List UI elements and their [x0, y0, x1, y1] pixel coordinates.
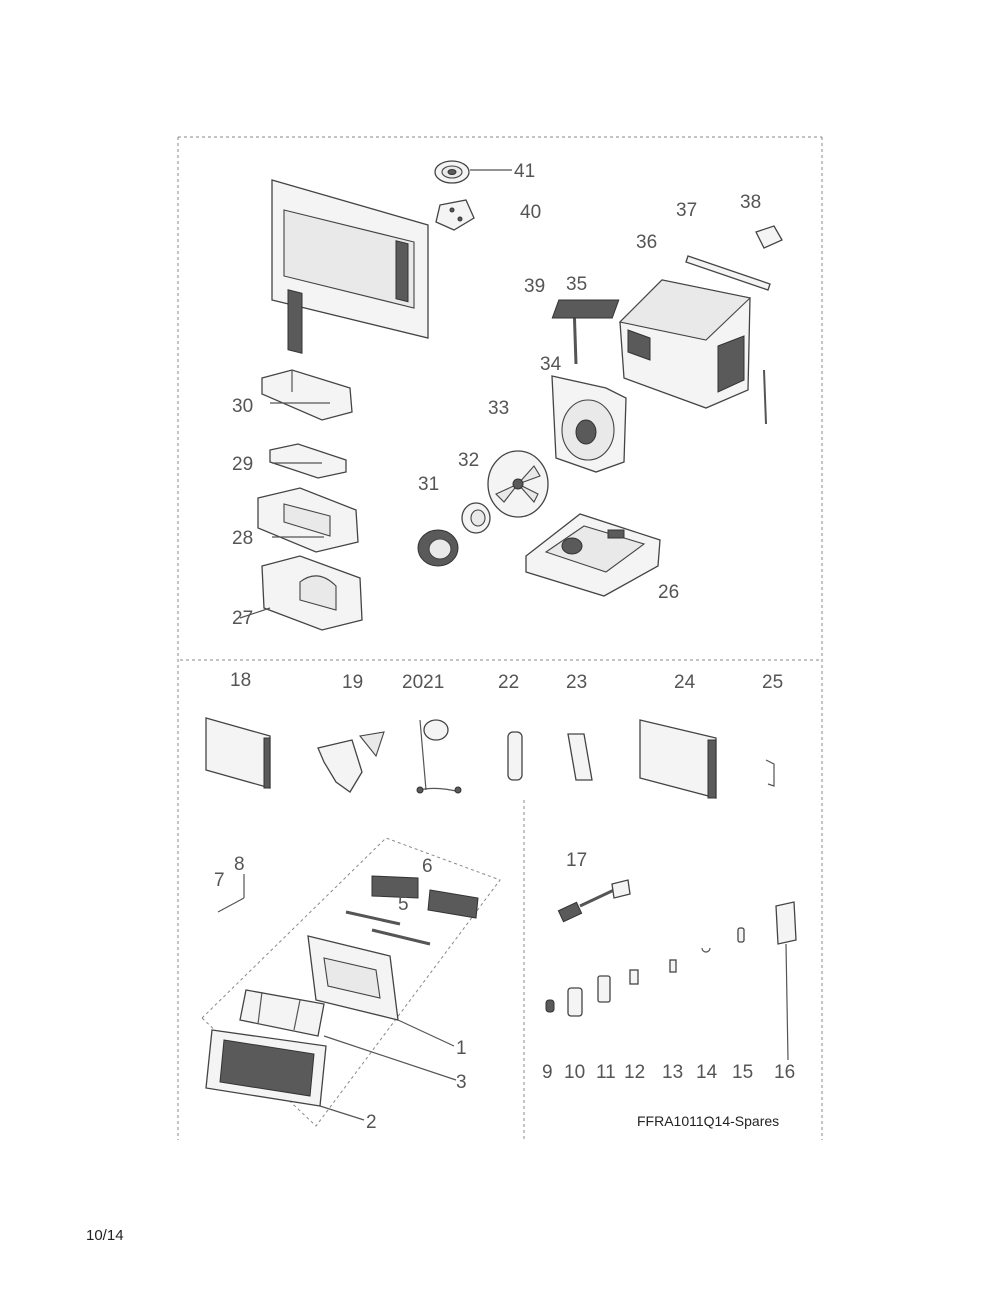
part-38-clip: [755, 225, 783, 249]
part-29-strip: [269, 443, 347, 479]
label-14: 14: [696, 1062, 718, 1083]
label-9: 9: [542, 1062, 553, 1083]
label-36: 36: [636, 232, 657, 253]
label-24: 24: [674, 672, 696, 693]
part-24-condenser: [639, 719, 717, 799]
part-30-channel: [261, 369, 353, 421]
diagram-frame: [177, 136, 823, 1140]
label-7: 7: [214, 870, 225, 891]
label-12: 12: [624, 1062, 645, 1083]
label-3: 3: [456, 1072, 467, 1093]
label-38: 38: [740, 192, 761, 213]
label-18: 18: [230, 670, 251, 691]
part-2021-thermostat: [416, 719, 462, 794]
label-10: 10: [564, 1062, 585, 1083]
label-37: 37: [676, 200, 697, 221]
label-11: 11: [596, 1062, 616, 1083]
label-5: 5: [398, 894, 409, 915]
part-36-cabinet: [551, 279, 752, 409]
part-5-screws: [345, 910, 431, 946]
label-40: 40: [520, 202, 541, 223]
label-28: 28: [232, 528, 253, 549]
label-16: 16: [774, 1062, 795, 1083]
part-10-control: [567, 987, 583, 1017]
part-18-evaporator: [205, 717, 271, 789]
part-26-base-pan: [525, 513, 661, 597]
part-12-part: [629, 969, 639, 985]
part-11-switch: [597, 975, 611, 1003]
label-25: 25: [762, 672, 783, 693]
part-13-part: [669, 959, 677, 973]
label-39: 39: [524, 276, 545, 297]
label-1: 1: [456, 1038, 467, 1059]
label-41: 41: [514, 161, 535, 182]
part-15-part: [737, 927, 745, 943]
label-2021: 2021: [402, 672, 444, 693]
label-23: 23: [566, 672, 587, 693]
label-15: 15: [732, 1062, 753, 1083]
part-28-duct: [257, 487, 359, 553]
label-35: 35: [566, 274, 587, 295]
part-6-louvers: [371, 875, 479, 919]
part-17-power-cord: [557, 879, 631, 923]
part-23-panel: [567, 733, 593, 781]
part-25-clip: [765, 759, 775, 787]
label-31: 31: [418, 474, 439, 495]
part-22-panel: [507, 731, 523, 781]
label-17: 17: [566, 850, 587, 871]
part-34-shroud: [551, 375, 627, 473]
diagram-code: FFRA1011Q14-Spares: [637, 1113, 780, 1129]
label-22: 22: [498, 672, 519, 693]
label-32: 32: [458, 450, 479, 471]
part-16-bracket: [775, 901, 797, 1061]
part-8-pin: [217, 874, 245, 913]
part-37-rail: [685, 255, 771, 291]
label-27: 27: [232, 608, 253, 629]
part-27-housing: [239, 555, 363, 631]
label-34: 34: [540, 354, 562, 375]
part-9-knob: [545, 999, 555, 1013]
part-4-front-frame: [307, 935, 455, 1047]
label-30: 30: [232, 396, 253, 417]
label-19: 19: [342, 672, 363, 693]
part-32-motor: [461, 502, 491, 534]
page-number: 10/14: [86, 1227, 124, 1244]
label-26: 26: [658, 582, 679, 603]
part-3-filter: [239, 989, 457, 1081]
part-labels: 41 40 37 38 36 39 35 34 30 33 32 29 31 2…: [214, 161, 795, 1133]
part-front-panel: [271, 179, 429, 354]
part-19-bracket: [317, 731, 385, 793]
label-13: 13: [662, 1062, 683, 1083]
part-side-strip: [763, 369, 767, 425]
label-33: 33: [488, 398, 509, 419]
label-29: 29: [232, 454, 253, 475]
part-40-bracket: [435, 199, 475, 231]
label-2: 2: [366, 1112, 377, 1133]
part-41-knob: [434, 160, 512, 184]
label-8: 8: [234, 854, 245, 875]
part-31-blower-wheel: [417, 529, 459, 567]
label-6: 6: [422, 856, 433, 877]
part-2-grille: [205, 1029, 365, 1121]
part-33-fan: [487, 450, 549, 518]
part-14-clip: [701, 947, 711, 953]
